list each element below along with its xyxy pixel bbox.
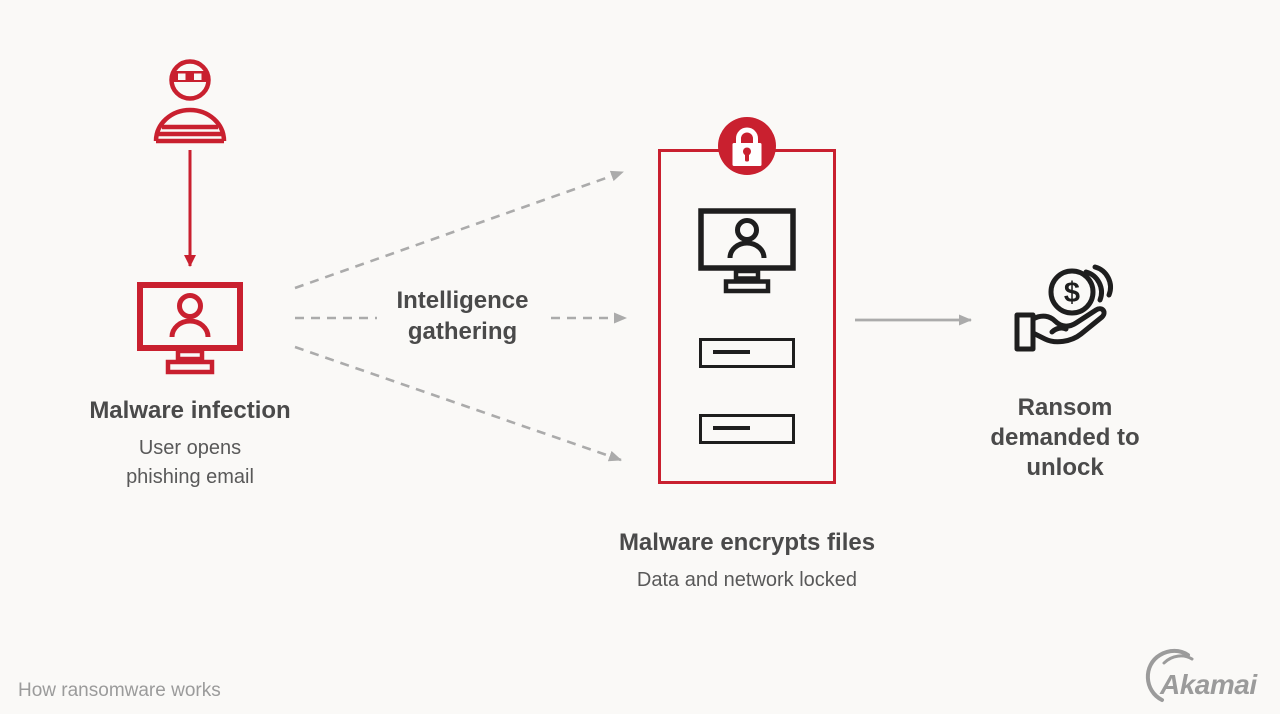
akamai-logo: Akamai (1134, 648, 1269, 708)
hand-coins-icon: $ (1008, 262, 1123, 372)
hacker-icon (145, 52, 235, 147)
bar-line (713, 350, 750, 354)
gathering-label: Intelligence gathering (377, 283, 548, 350)
footer-caption: How ransomware works (18, 680, 221, 701)
ransom-title: Ransom demanded to unlock (990, 394, 1140, 481)
encrypted-monitor-icon (697, 207, 797, 299)
infection-subtitle: User opens phishing email (126, 437, 254, 488)
ransom-arrow (853, 309, 985, 331)
akamai-logo-text: Akamai (1159, 669, 1258, 700)
lock-icon (718, 117, 776, 175)
infected-monitor-icon (135, 280, 245, 380)
infection-title: Malware infection (89, 397, 291, 424)
data-bar-icon (699, 414, 795, 444)
encryption-subtitle: Data and network locked (636, 569, 858, 591)
bar-line (713, 426, 750, 430)
data-bar-icon (699, 338, 795, 368)
infection-arrow (178, 148, 202, 276)
dollar-symbol: $ (1064, 277, 1080, 309)
encryption-title: Malware encrypts files (618, 529, 876, 556)
